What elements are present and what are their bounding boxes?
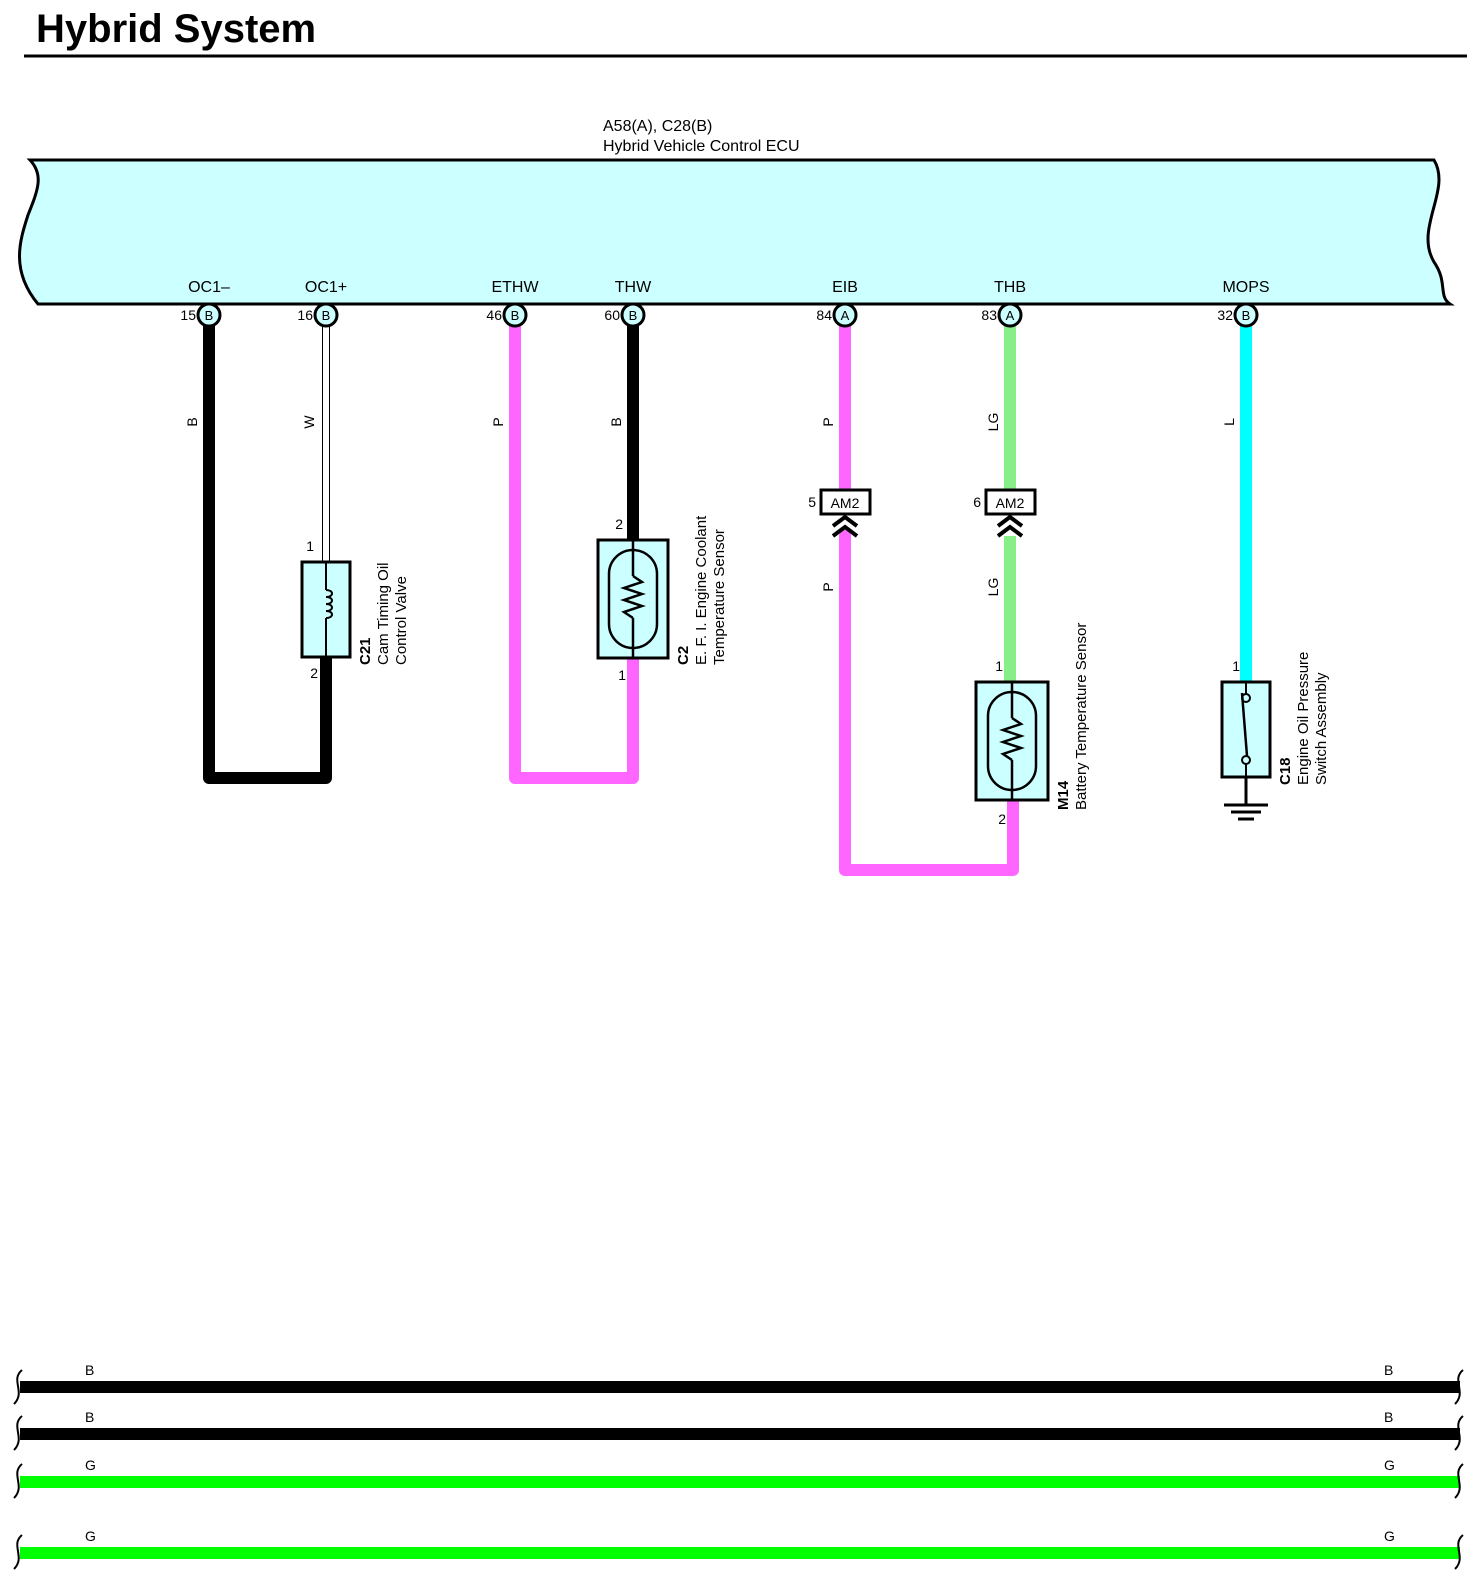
component-name-line-1: Battery Temperature Sensor xyxy=(1073,623,1090,810)
pin-bottom: 2 xyxy=(998,811,1006,827)
wire-color-thb-upper: LG xyxy=(985,413,1001,432)
connector-letter: A xyxy=(841,308,850,323)
junction-chevron-icon xyxy=(996,514,1024,528)
page-title: Hybrid System xyxy=(36,7,316,51)
junction-chevron-icon xyxy=(831,514,859,528)
connector-letter: B xyxy=(629,308,638,323)
wire-ethw xyxy=(509,314,639,784)
pin-number: 15 xyxy=(180,307,196,323)
connector-letter: B xyxy=(1242,308,1251,323)
bus-label-right: G xyxy=(1384,1528,1395,1544)
component-name-line-1: Cam Timing Oil xyxy=(375,562,392,665)
thermistor-icon xyxy=(607,540,659,658)
junction-label: AM2 xyxy=(831,495,860,511)
pin-bottom: 2 xyxy=(310,665,318,681)
wire-color-thb-lower: LG xyxy=(985,578,1001,597)
terminal-oc1m: 15 B xyxy=(180,302,222,328)
ground-icon xyxy=(1224,777,1268,821)
pin-number: 84 xyxy=(816,307,832,323)
wire-oc1m xyxy=(203,314,332,784)
signal-label-mops: MOPS xyxy=(1222,279,1269,296)
bus-label-right: B xyxy=(1384,1362,1393,1378)
ecu-body xyxy=(18,158,1455,306)
bus-line-1: B B xyxy=(13,1362,1464,1405)
pin-top: 1 xyxy=(306,538,314,554)
component-name-line-2: Switch Assembly xyxy=(1313,672,1330,785)
terminal-ethw: 46 B xyxy=(486,302,528,328)
component-c18: 1 C18 Engine Oil Pressure Switch Assembl… xyxy=(1220,652,1330,821)
component-c21: 1 2 C21 Cam Timing Oil Control Valve xyxy=(300,538,410,681)
junction-pin: 6 xyxy=(973,494,981,510)
wire-color-oc1p: W xyxy=(301,415,317,429)
wire-color-thw: B xyxy=(608,417,624,426)
pin-bottom: 1 xyxy=(618,667,626,683)
signal-label-oc1m: OC1– xyxy=(188,279,230,296)
wire-color-ethw: P xyxy=(490,417,506,426)
thermistor-icon xyxy=(986,682,1038,800)
pin-number: 32 xyxy=(1217,307,1233,323)
connector-letter: B xyxy=(205,308,214,323)
signal-label-thw: THW xyxy=(615,279,652,296)
ecu-connector-code: A58(A), C28(B) xyxy=(603,118,712,135)
wire-color-oc1m: B xyxy=(184,417,200,426)
bus-label-left: G xyxy=(85,1528,96,1544)
pin-number: 83 xyxy=(981,307,997,323)
bus-line-2: B B xyxy=(13,1409,1464,1451)
bus-line-3: G G xyxy=(13,1457,1464,1499)
signal-label-thb: THB xyxy=(994,279,1026,296)
wire-color-mops: L xyxy=(1221,418,1237,426)
connector-letter: B xyxy=(511,308,520,323)
terminal-oc1p: 16 B xyxy=(297,302,339,328)
bus-label-right: G xyxy=(1384,1457,1395,1473)
bus-label-left: B xyxy=(85,1409,94,1425)
pin-number: 46 xyxy=(486,307,502,323)
component-name-line-2: Temperature Sensor xyxy=(711,529,728,665)
wire-color-eib-upper: P xyxy=(820,417,836,426)
component-name-line-1: E. F. I. Engine Coolant xyxy=(693,515,710,665)
pin-number: 16 xyxy=(297,307,313,323)
component-c2: 2 1 C2 E. F. I. Engine Coolant Temperatu… xyxy=(596,515,728,683)
bus-label-right: B xyxy=(1384,1409,1393,1425)
terminal-thb: 83 A xyxy=(981,302,1023,328)
component-name-line-2: Control Valve xyxy=(393,576,410,665)
connector-letter: B xyxy=(322,308,331,323)
connector-letter: A xyxy=(1006,308,1015,323)
component-m14: 1 2 M14 Battery Temperature Sensor xyxy=(974,623,1090,827)
junction-chevron-icon xyxy=(831,524,859,538)
terminal-eib: 84 A xyxy=(816,302,858,328)
pin-number: 60 xyxy=(604,307,620,323)
junction-label: AM2 xyxy=(996,495,1025,511)
bus-line-4: G G xyxy=(13,1528,1464,1570)
bus-label-left: B xyxy=(85,1362,94,1378)
component-code: C18 xyxy=(1277,757,1294,785)
signal-label-eib: EIB xyxy=(832,279,858,296)
junction-connector-eib: 5 AM2 xyxy=(808,488,872,538)
component-code: C21 xyxy=(357,637,374,665)
wire-color-eib-lower: P xyxy=(820,582,836,591)
signal-label-ethw: ETHW xyxy=(491,279,539,296)
component-name-line-1: Engine Oil Pressure xyxy=(1295,652,1312,785)
pin-top: 2 xyxy=(615,516,623,532)
junction-connector-thb: 6 AM2 xyxy=(973,488,1037,538)
junction-pin: 5 xyxy=(808,494,816,510)
terminal-mops: 32 B xyxy=(1217,302,1259,328)
component-code: M14 xyxy=(1055,780,1072,810)
switch-icon xyxy=(1240,682,1251,777)
signal-label-oc1p: OC1+ xyxy=(305,279,347,296)
junction-chevron-icon xyxy=(996,524,1024,538)
bus-label-left: G xyxy=(85,1457,96,1473)
pin-top: 1 xyxy=(1232,658,1240,674)
wire-eib-lower xyxy=(839,530,1019,876)
pin-top: 1 xyxy=(995,658,1003,674)
component-code: C2 xyxy=(675,646,692,665)
ecu-name: Hybrid Vehicle Control ECU xyxy=(603,138,800,155)
terminal-thw: 60 B xyxy=(604,302,646,328)
coil-icon xyxy=(325,562,333,657)
